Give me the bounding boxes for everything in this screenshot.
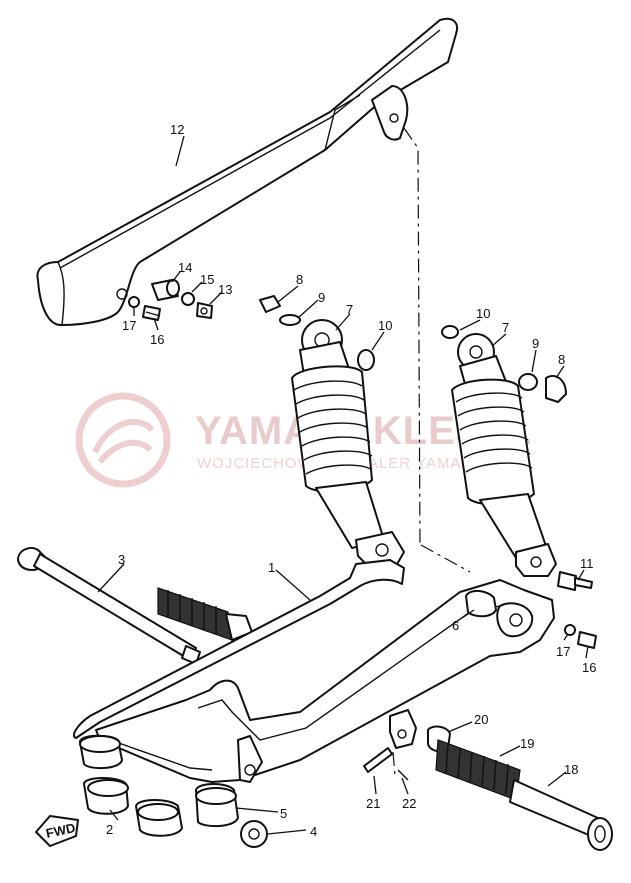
callout-10-right: 10	[476, 306, 490, 321]
callout-21: 21	[366, 796, 380, 811]
assembly-line-right-shock	[420, 544, 471, 573]
callout-16-left: 16	[150, 332, 164, 347]
left-shock-absorber	[259, 295, 405, 567]
callout-9-left: 9	[318, 290, 325, 305]
callout-9-right: 9	[532, 336, 539, 351]
watermark-logo-mark	[92, 419, 155, 464]
leader-lines	[97, 135, 589, 835]
callout-1: 1	[268, 560, 275, 575]
assembly-line-bolt	[392, 751, 396, 776]
callout-19: 19	[520, 736, 534, 751]
callout-7-left: 7	[346, 302, 353, 317]
left-footrest	[157, 587, 253, 641]
callout-17-left: 17	[122, 318, 136, 333]
callout-8-left: 8	[296, 272, 303, 287]
callout-22: 22	[402, 796, 416, 811]
chain-case	[36, 17, 458, 326]
callout-16-right: 16	[582, 660, 596, 675]
chain-case-mount-hardware	[128, 279, 213, 321]
callout-3: 3	[118, 552, 125, 567]
right-chain-case-bolt	[564, 624, 597, 649]
callout-6: 6	[452, 618, 459, 633]
callout-12: 12	[170, 122, 184, 137]
assembly-line-chaincase	[403, 127, 421, 546]
callout-14: 14	[178, 260, 192, 275]
fwd-label: FWD	[45, 820, 77, 841]
pivot-shaft	[17, 547, 201, 665]
callout-20: 20	[474, 712, 488, 727]
callout-18: 18	[564, 762, 578, 777]
callout-15: 15	[200, 272, 214, 287]
callout-11: 11	[580, 556, 594, 571]
callout-8-right: 8	[558, 352, 565, 367]
callout-4: 4	[310, 824, 317, 839]
callout-5: 5	[280, 806, 287, 821]
swing-arm	[72, 559, 555, 783]
bushings	[79, 590, 497, 848]
callout-labels: 12 14 15 13 17 16 8 9 7 10 10 7 9 8 3 1 …	[106, 122, 596, 839]
right-footrest	[363, 709, 613, 851]
shock-bolt	[557, 571, 593, 591]
callout-17-right: 17	[556, 644, 570, 659]
callout-10-left: 10	[378, 318, 392, 333]
watermark-logo	[75, 392, 171, 488]
callout-2: 2	[106, 822, 113, 837]
forward-direction-indicator: FWD	[35, 815, 79, 847]
callout-7-right: 7	[502, 320, 509, 335]
right-shock-absorber	[441, 325, 567, 577]
callout-13: 13	[218, 282, 232, 297]
